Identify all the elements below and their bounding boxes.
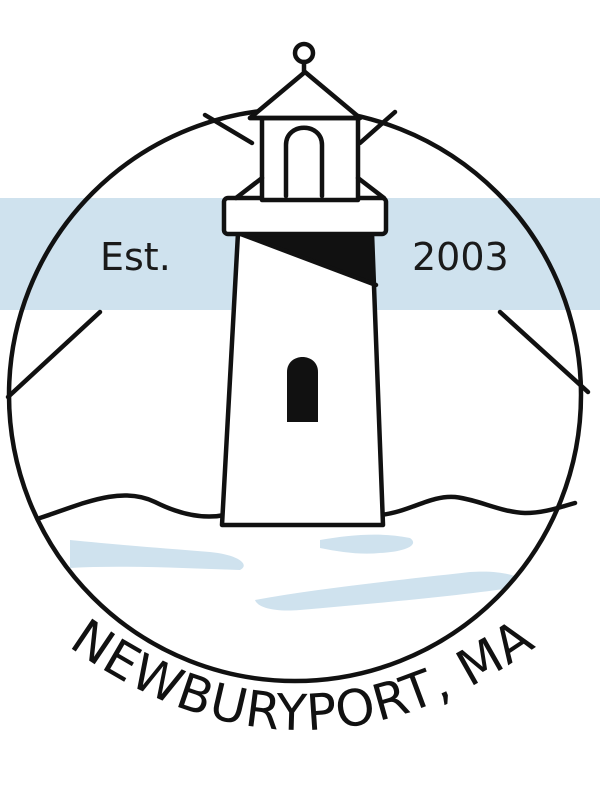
established-label: Est. [100,235,171,279]
water-fill [70,534,530,611]
city-name: NEWBURYPORT, MA [61,608,544,743]
city-name-path: NEWBURYPORT, MA [61,608,543,743]
lighthouse-icon [219,41,389,528]
established-year: 2003 [412,235,509,279]
light-beams [5,109,591,400]
